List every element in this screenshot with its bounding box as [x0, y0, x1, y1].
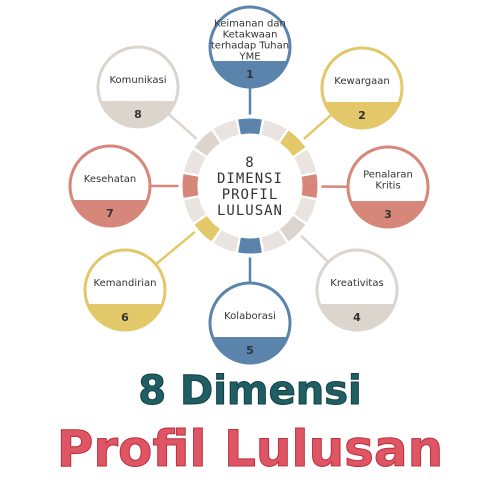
node-band	[317, 304, 397, 330]
hub-ring	[178, 114, 322, 258]
node-ring	[315, 248, 399, 332]
connector-line	[297, 232, 330, 264]
hub-ring-segment	[194, 130, 221, 157]
node-number: 8	[134, 108, 142, 121]
hub-ring-segment	[213, 120, 240, 142]
node-ring	[208, 281, 292, 365]
node-band	[98, 101, 178, 127]
connector-lines	[150, 87, 349, 283]
node-ring	[346, 145, 430, 229]
node-label-line: Komunikasi	[109, 75, 166, 86]
node-number: 2	[358, 109, 366, 122]
node-label-line: terhadap Tuhan	[211, 41, 289, 52]
connector-line	[299, 113, 333, 143]
connector-line	[167, 112, 201, 143]
node-label-line: Penalaran	[363, 170, 413, 181]
hub-ring-segment	[294, 149, 316, 176]
hub-text-line: PROFIL	[222, 187, 279, 203]
hub-ring-segment	[238, 118, 262, 135]
hub-ring-segment	[238, 237, 262, 254]
node-band	[70, 200, 150, 226]
hub-ring-segment	[213, 230, 240, 252]
node-label-line: Kolaborasi	[224, 311, 276, 322]
hub-ring-segment	[184, 149, 206, 176]
node-band	[85, 304, 165, 330]
hub-text-line: 8	[245, 155, 254, 171]
hub-ring-segment	[184, 196, 206, 223]
title-line-2: Profil Lulusan	[56, 420, 444, 479]
node-band	[322, 102, 402, 128]
node-label-line: Kreativitas	[330, 278, 383, 289]
node-label-line: Kesehatan	[84, 174, 136, 185]
hub-text-line: DIMENSI	[217, 171, 283, 187]
node-label-line: Ketakwaan	[223, 30, 278, 41]
dimension-node-6: Kemandirian 6	[83, 248, 167, 332]
hub-ring-segment	[182, 174, 199, 198]
hub-ring-segment	[301, 174, 318, 198]
node-ring	[68, 144, 152, 228]
dimension-node-7: Kesehatan 7	[68, 144, 152, 228]
node-band	[348, 201, 428, 227]
hub-ring-segment	[260, 230, 287, 252]
node-label-line: Kritis	[375, 181, 400, 192]
dimension-node-8: Komunikasi 8	[96, 45, 180, 129]
dimension-node-5: Kolaborasi 5	[208, 281, 292, 365]
node-label-line: Kemandirian	[94, 278, 157, 289]
node-number: 4	[353, 311, 361, 324]
connector-line	[154, 228, 199, 266]
node-number: 1	[246, 68, 254, 81]
node-number: 5	[246, 344, 254, 357]
hub-ring-segment	[194, 215, 221, 242]
node-label-line: Keimanan dan	[214, 19, 286, 30]
hub-ring-segment	[294, 196, 316, 223]
node-ring	[320, 46, 404, 130]
dimension-node-2: Kewargaan 2	[320, 46, 404, 130]
node-label-line: YME	[238, 52, 260, 63]
hub-ring-segment	[279, 130, 306, 157]
node-number: 6	[121, 311, 129, 324]
node-ring	[83, 248, 167, 332]
hub-text-line: LULUSAN	[217, 203, 283, 219]
dimension-node-4: Kreativitas 4	[315, 248, 399, 332]
hub-ring-segment	[260, 120, 287, 142]
node-number: 7	[106, 207, 114, 220]
node-label-line: Kewargaan	[334, 76, 389, 87]
node-number: 3	[384, 208, 392, 221]
node-ring	[208, 5, 292, 89]
title-line-1: 8 Dimensi	[138, 368, 362, 415]
hub-ring-segment	[279, 215, 306, 242]
node-ring	[96, 45, 180, 129]
